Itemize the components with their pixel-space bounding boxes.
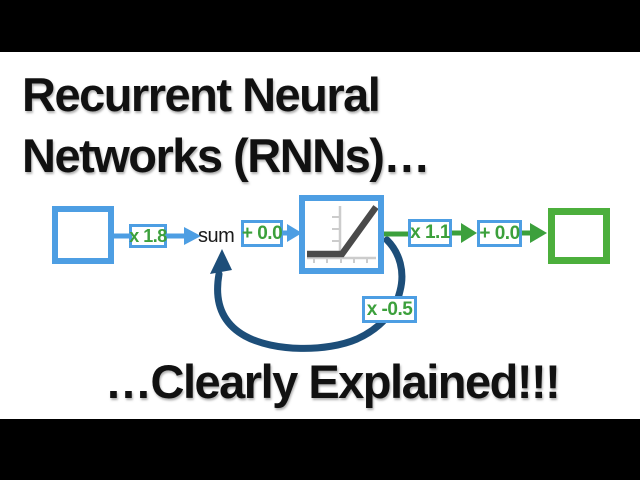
recurrent-loop-arc: [214, 236, 406, 352]
recurrent-weight-box: x -0.5: [362, 296, 417, 323]
activation-node: [299, 195, 384, 274]
weight2-box: x 1.1: [408, 219, 452, 247]
output-node: [548, 208, 610, 264]
title-line-1: Recurrent Neural: [22, 68, 381, 121]
footer-title: …Clearly Explained!!!: [105, 355, 561, 408]
letterbox-top-bar: [0, 0, 640, 52]
title-line-2: Networks (RNNs)…: [22, 129, 430, 182]
recurrent-loop-arrowhead: [210, 249, 232, 274]
bias1-to-activation-arrowhead: [287, 224, 302, 242]
relu-plot-icon: [307, 205, 378, 263]
bias2-to-output-arrowhead: [530, 223, 547, 243]
weight2-to-bias2-arrowhead: [461, 223, 477, 243]
letterbox-bottom-bar: [0, 419, 640, 480]
weight1-to-sum-arrowhead: [184, 227, 201, 245]
sum-label: sum: [198, 225, 235, 247]
input-node: [52, 206, 114, 264]
weight1-box: x 1.8: [129, 224, 167, 248]
bias2-box: + 0.0: [477, 220, 522, 247]
bias1-box: + 0.0: [241, 220, 283, 247]
page-title: Recurrent Neural Networks (RNNs)…: [22, 64, 430, 186]
